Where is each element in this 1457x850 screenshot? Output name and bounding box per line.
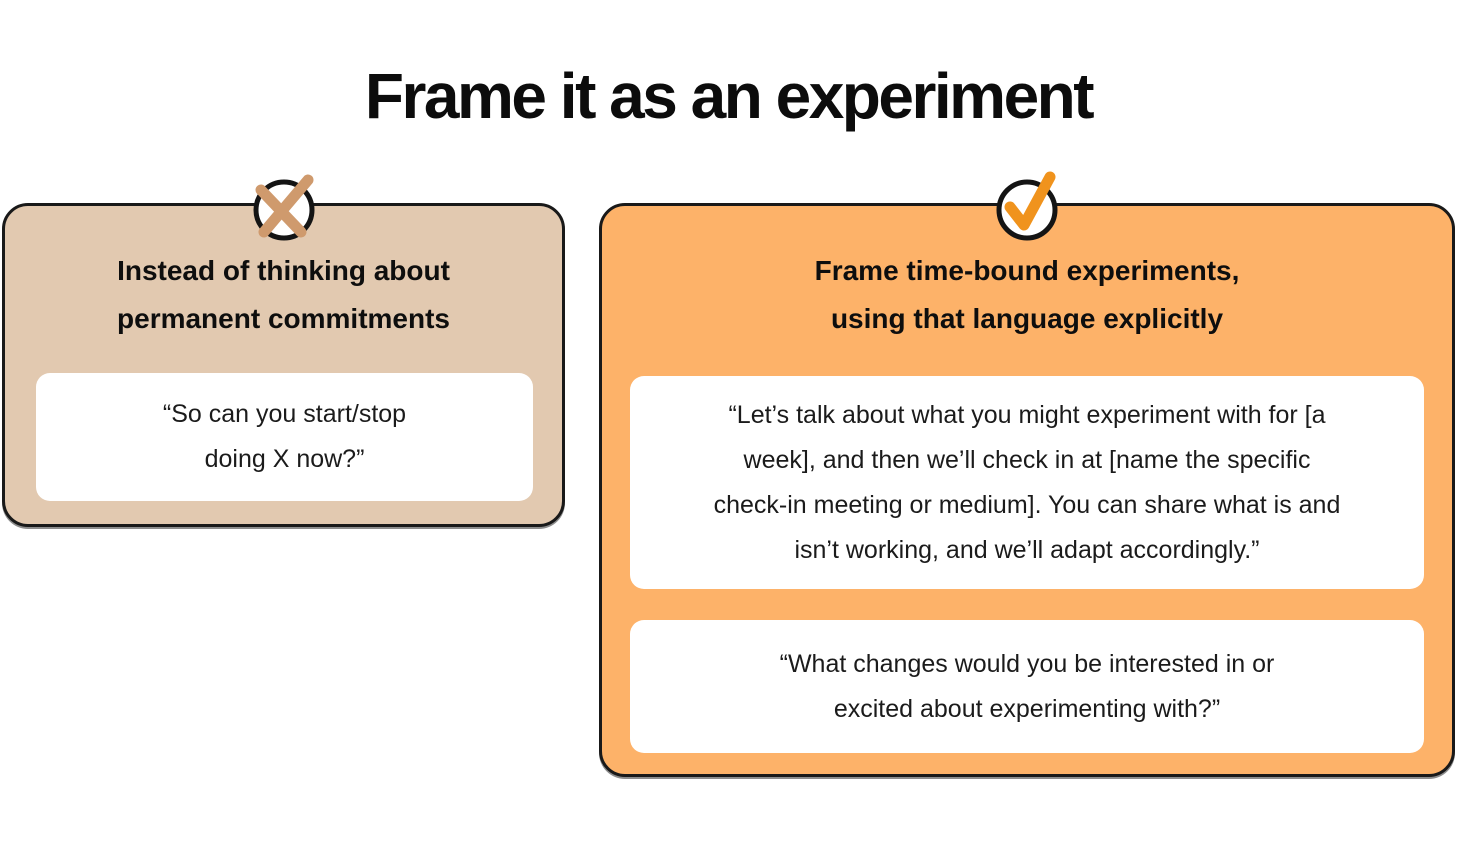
quote-line: isn’t working, and we’ll adapt according…	[794, 535, 1260, 564]
do-card: Frame time-bound experiments, using that…	[599, 171, 1455, 777]
dont-card: Instead of thinking about permanent comm…	[2, 174, 565, 527]
do-quote-box-1: “Let’s talk about what you might experim…	[630, 376, 1424, 589]
dont-heading-line: permanent commitments	[117, 303, 450, 334]
page-title: Frame it as an experiment	[364, 60, 1095, 132]
quote-line: “So can you start/stop	[162, 400, 407, 428]
quote-line: “What changes would you be interested in…	[779, 649, 1275, 678]
quote-line: “Let’s talk about what you might experim…	[728, 400, 1326, 429]
x-mark-icon	[246, 168, 322, 244]
check-icon	[989, 168, 1065, 244]
quote-line: excited about experimenting with?”	[833, 694, 1221, 723]
quote-line: check-in meeting or medium]. You can sha…	[713, 490, 1341, 519]
dont-heading-line: Instead of thinking about	[117, 255, 450, 286]
dont-card-heading: Instead of thinking about permanent comm…	[13, 247, 554, 343]
do-heading-line: using that language explicitly	[830, 303, 1224, 334]
dont-quote-box: “So can you start/stop doing X now?”	[36, 373, 533, 501]
quote-line: doing X now?”	[204, 445, 365, 473]
do-quote-box-2: “What changes would you be interested in…	[630, 620, 1424, 753]
do-card-heading: Frame time-bound experiments, using that…	[610, 247, 1444, 343]
quote-line: week], and then we’ll check in at [name …	[743, 445, 1311, 474]
do-heading-line: Frame time-bound experiments,	[814, 255, 1240, 286]
